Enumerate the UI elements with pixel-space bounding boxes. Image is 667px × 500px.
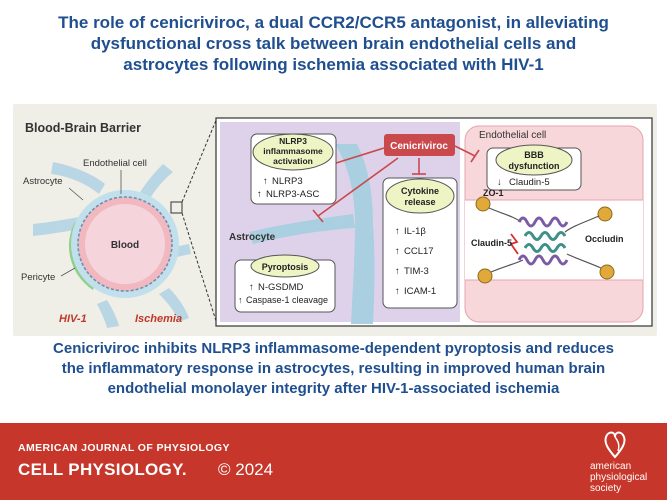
- cytokine-arrow-1: ↑: [395, 226, 400, 237]
- pyroptosis-item-2: Caspase-1 cleavage: [246, 295, 328, 305]
- occludin-label: Occludin: [585, 234, 624, 244]
- pyroptosis-item-1: N-GSDMD: [258, 282, 304, 293]
- nlrp3-arrow-1: ↑: [263, 176, 268, 187]
- pyroptosis-arrow-1: ↑: [249, 282, 254, 293]
- society-logo-icon: [604, 431, 626, 459]
- astrocyte-process-branch: [249, 214, 355, 244]
- nlrp3-arrow-2: ↑: [257, 189, 262, 200]
- inhibition-lines: [312, 145, 480, 223]
- bbb-item-1: Claudin-5: [509, 177, 550, 188]
- summary-line-1: Cenicriviroc inhibits NLRP3 inflammasome…: [53, 340, 614, 357]
- zo1-label: ZO-1: [483, 188, 504, 198]
- astrocyte-pointer: [68, 187, 84, 201]
- society-name: american physiological society: [590, 461, 664, 494]
- cytokine-arrow-4: ↑: [395, 286, 400, 297]
- pericyte-label: Pericyte: [21, 272, 55, 283]
- society-line-2: physiological: [590, 472, 648, 483]
- cytokine-card: Cytokine release ↑ IL-1β ↑ CCL17 ↑ TIM-3…: [382, 177, 458, 309]
- tight-junction-diagram: [475, 196, 615, 284]
- ischemia-label: Ischemia: [135, 313, 182, 325]
- graphical-abstract-panel: Blood-Brain Barrier Blood Endothelial ce…: [13, 104, 657, 336]
- astrocyte-label: Astrocyte: [23, 176, 63, 187]
- nlrp3-title-1: NLRP3: [279, 136, 307, 146]
- pyroptosis-arrow-2: ↑: [238, 295, 243, 305]
- society-line-1: american: [590, 461, 632, 472]
- cytokine-arrow-2: ↑: [395, 246, 400, 257]
- journal-footer: AMERICAN JOURNAL OF PHYSIOLOGY CELL PHYS…: [0, 423, 667, 500]
- society-line-3: society: [590, 483, 622, 494]
- abstract-illustration: Blood-Brain Barrier Blood Endothelial ce…: [21, 117, 653, 328]
- mechanism-astrocyte-label: Astrocyte: [229, 232, 276, 243]
- nlrp3-card: NLRP3 inflammasome activation ↑ NLRP3 ↑ …: [250, 133, 337, 205]
- lightning-icon: [509, 233, 519, 255]
- summary-line-3: endothelial monolayer integrity after HI…: [107, 380, 560, 397]
- blood-label: Blood: [111, 240, 139, 251]
- zoom-line-bottom: [181, 212, 218, 325]
- pyroptosis-title: Pyroptosis: [262, 262, 309, 272]
- vessel-lumen: [85, 204, 165, 284]
- summary-line-2: the inflammatory response in astrocytes,…: [61, 360, 606, 377]
- nlrp3-title-2: inflammasome: [263, 146, 323, 156]
- zoom-line-top: [181, 117, 218, 203]
- nlrp3-item-2: NLRP3-ASC: [266, 189, 319, 200]
- cenicriviroc-box: [384, 134, 455, 156]
- astrocyte-process-main: [335, 144, 375, 324]
- cytokine-title-1: Cytokine: [401, 186, 439, 196]
- cytokine-title-2: release: [404, 197, 435, 207]
- pericyte-pointer: [60, 267, 76, 277]
- title-line-3: astrocytes following ischemia associated…: [123, 55, 544, 74]
- cytokine-item-4: ICAM-1: [404, 286, 436, 297]
- hiv-label: HIV-1: [59, 313, 87, 325]
- title-line-2: dysfunctional cross talk between brain e…: [90, 34, 577, 53]
- cytokine-item-1: IL-1β: [404, 226, 426, 237]
- mechanism-endothelial-label: Endothelial cell: [479, 130, 546, 141]
- journal-name-bottom: CELL PHYSIOLOGY.: [18, 460, 187, 479]
- cytokine-item-3: TIM-3: [404, 266, 429, 277]
- figure-title: The role of cenicriviroc, a dual CCR2/CC…: [20, 12, 647, 98]
- nlrp3-title-3: activation: [273, 156, 313, 166]
- bbb-dysfunction-card: BBB dysfunction ↓ Claudin-5: [486, 144, 582, 191]
- membrane-edges: [465, 199, 643, 281]
- pyroptosis-card: Pyroptosis ↑ N-GSDMD ↑ Caspase-1 cleavag…: [234, 254, 336, 313]
- cytokine-arrow-3: ↑: [395, 266, 400, 277]
- endothelial-cell-label: Endothelial cell: [83, 158, 147, 169]
- nlrp3-item-1: NLRP3: [272, 176, 303, 187]
- zoom-box: [170, 201, 183, 214]
- bbb-heading: Blood-Brain Barrier: [25, 121, 141, 135]
- claudin-label: Claudin-5: [471, 238, 512, 248]
- bbb-title-2: dysfunction: [509, 161, 560, 171]
- cenicriviroc-label: Cenicriviroc: [390, 141, 448, 152]
- figure-summary: Cenicriviroc inhibits NLRP3 inflammasome…: [10, 339, 657, 419]
- bbb-arrow-1: ↓: [497, 177, 502, 188]
- journal-name-top: AMERICAN JOURNAL OF PHYSIOLOGY: [18, 442, 230, 454]
- bbb-title-1: BBB: [524, 150, 544, 160]
- cytokine-item-2: CCL17: [404, 246, 434, 257]
- copyright-year: © 2024: [218, 460, 274, 479]
- title-line-1: The role of cenicriviroc, a dual CCR2/CC…: [58, 13, 609, 32]
